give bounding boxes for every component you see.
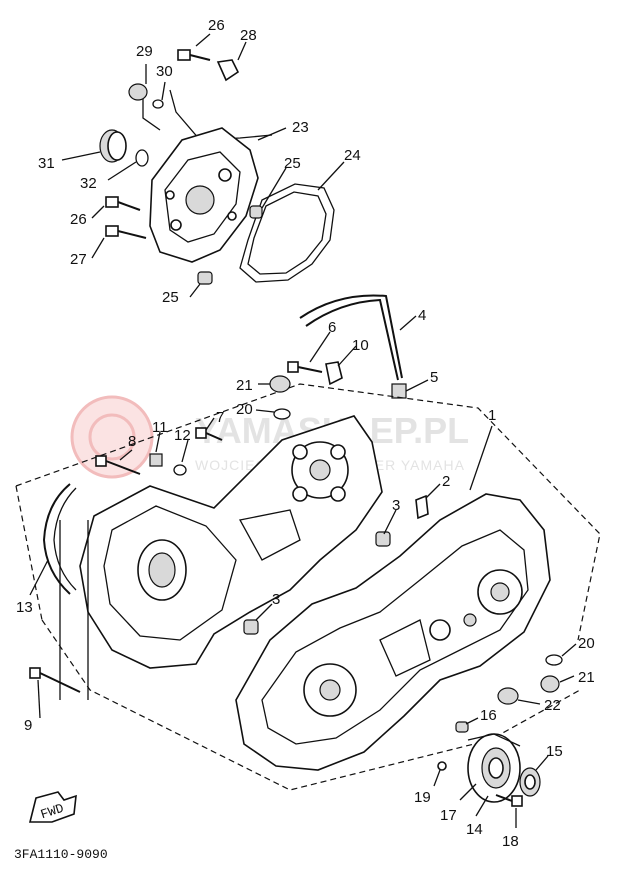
label-14: 14 xyxy=(466,821,483,838)
dowel-3-lower xyxy=(243,619,259,635)
washer-12 xyxy=(173,464,187,476)
breather-hose-group xyxy=(299,294,429,399)
crankcase-gasket xyxy=(42,483,71,595)
label-20-lower: 20 xyxy=(578,635,595,652)
right-crankcase-group xyxy=(235,425,577,771)
label-26-top: 26 xyxy=(208,17,225,34)
bolt-long xyxy=(105,225,147,239)
label-8: 8 xyxy=(128,433,136,450)
label-3-lower: 3 xyxy=(272,591,280,608)
stud-2 xyxy=(415,494,429,520)
dowel-3-upper xyxy=(375,531,391,547)
nut-11 xyxy=(149,453,163,467)
label-9: 9 xyxy=(24,717,32,734)
label-21-lower: 21 xyxy=(578,669,595,686)
crankcase-cover-group xyxy=(61,33,345,298)
washer-20-lower xyxy=(545,654,563,666)
label-5: 5 xyxy=(430,369,438,386)
label-4: 4 xyxy=(418,307,426,324)
drawing-code: 3FA1110-9090 xyxy=(14,847,108,862)
plug-21-upper xyxy=(269,375,291,393)
label-22: 22 xyxy=(544,697,561,714)
label-3-upper: 3 xyxy=(392,497,400,514)
label-27: 27 xyxy=(70,251,87,268)
washer-20-upper xyxy=(273,408,291,420)
label-18: 18 xyxy=(502,833,519,850)
label-28: 28 xyxy=(240,27,257,44)
label-31: 31 xyxy=(38,155,55,172)
label-7: 7 xyxy=(216,409,224,426)
label-30: 30 xyxy=(156,63,173,80)
drain-plug xyxy=(128,83,148,101)
label-2: 2 xyxy=(442,473,450,490)
label-6: 6 xyxy=(328,319,336,336)
breather-hose xyxy=(305,298,399,381)
bolt-9 xyxy=(29,667,81,693)
label-24: 24 xyxy=(344,147,361,164)
oil-seal-22 xyxy=(497,687,519,705)
bearing-cover-group xyxy=(433,717,549,828)
bolt-top xyxy=(177,49,211,61)
label-21-upper: 21 xyxy=(236,377,253,394)
clip-10 xyxy=(325,361,343,386)
label-10: 10 xyxy=(352,337,369,354)
label-13: 13 xyxy=(16,599,33,616)
label-23: 23 xyxy=(292,119,309,136)
pin-19 xyxy=(437,761,447,771)
dowel-16 xyxy=(455,721,469,733)
fwd-label: FWD xyxy=(39,801,66,823)
label-20-upper: 20 xyxy=(236,401,253,418)
label-17: 17 xyxy=(440,807,457,824)
label-26-left: 26 xyxy=(70,211,87,228)
bolt-6 xyxy=(287,361,323,373)
watermark-logo-icon xyxy=(70,395,154,479)
left-crankcase-group xyxy=(15,331,601,791)
label-11: 11 xyxy=(152,419,168,436)
o-ring xyxy=(135,149,149,167)
label-12: 12 xyxy=(174,427,191,444)
bolt-7 xyxy=(195,427,223,441)
label-16: 16 xyxy=(480,707,497,724)
label-32: 32 xyxy=(80,175,97,192)
label-25-lower: 25 xyxy=(162,289,179,306)
label-15: 15 xyxy=(546,743,563,760)
label-19: 19 xyxy=(414,789,431,806)
label-25-upper: 25 xyxy=(284,155,301,172)
bolt-left xyxy=(105,196,141,211)
bolt-8 xyxy=(95,455,141,475)
hose-clip xyxy=(391,383,407,399)
dowel-pin xyxy=(197,271,213,285)
part-labels: 1 2 3 3 4 5 6 7 8 9 10 11 12 13 14 15 16… xyxy=(16,17,595,850)
cover-gasket xyxy=(239,183,335,283)
plug-21-lower xyxy=(540,675,560,693)
forward-direction-icon: FWD xyxy=(28,791,77,823)
label-29: 29 xyxy=(136,43,153,60)
label-1: 1 xyxy=(488,407,496,424)
bolt-18 xyxy=(495,794,523,807)
hose-clamp xyxy=(216,59,240,82)
